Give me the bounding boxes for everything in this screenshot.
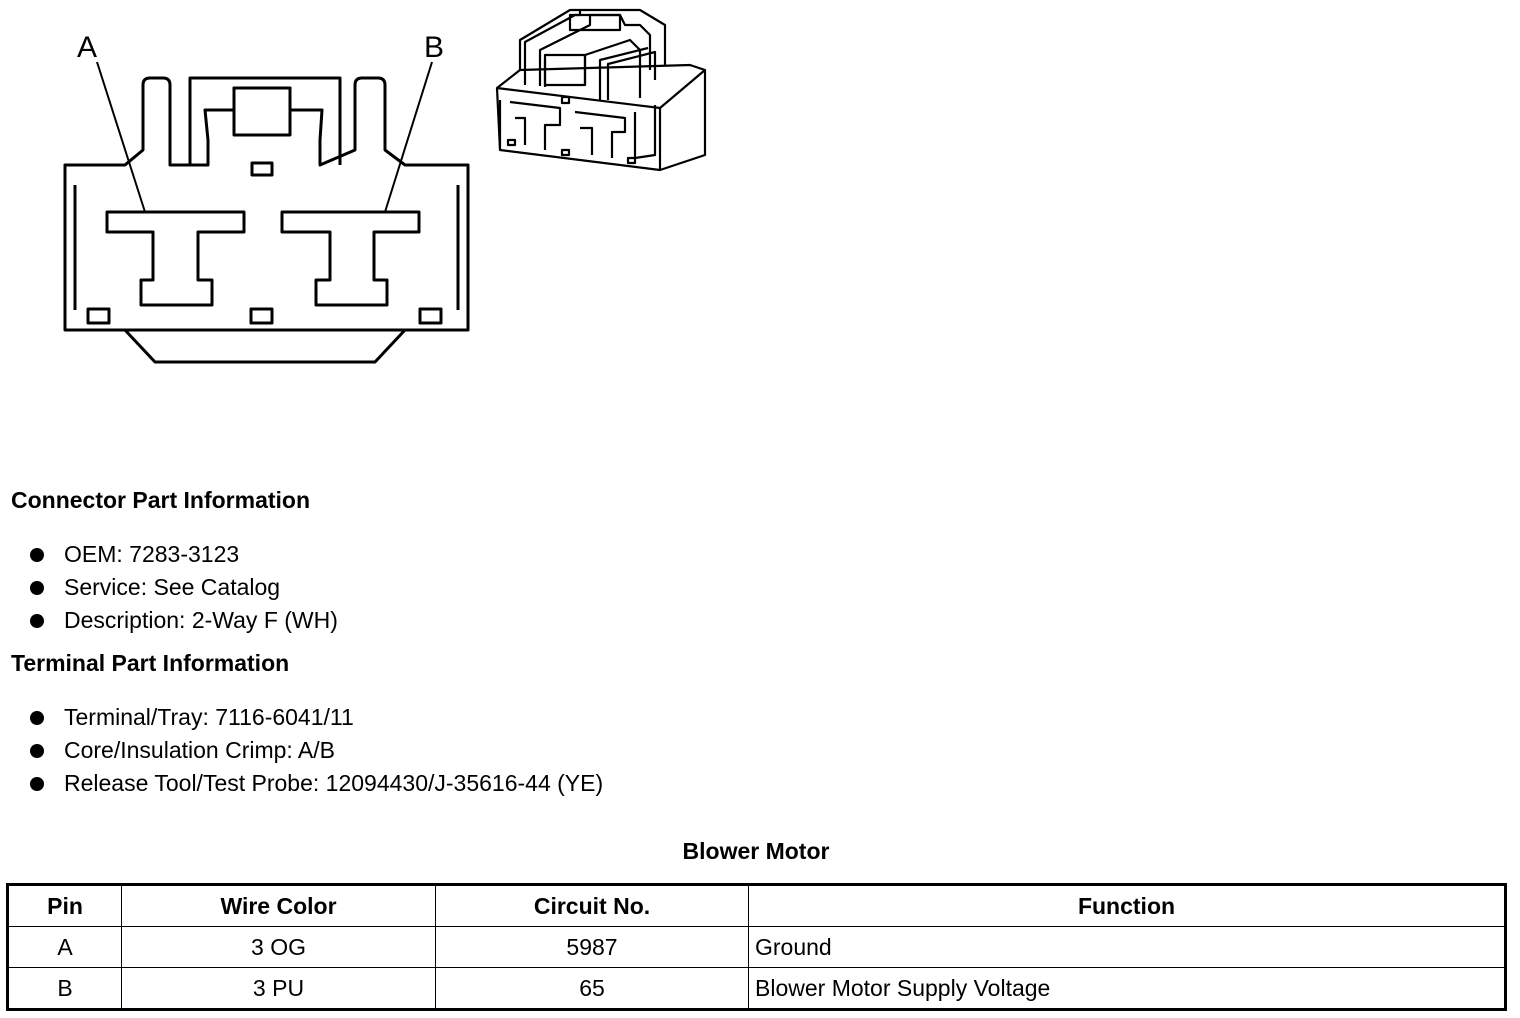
connector-isometric bbox=[495, 8, 707, 172]
header-pin: Pin bbox=[7, 884, 122, 927]
cell-function: Ground bbox=[748, 926, 1506, 968]
bullet-icon bbox=[30, 580, 44, 595]
bullet-icon bbox=[30, 776, 44, 791]
connector-body bbox=[63, 76, 470, 332]
header-circuit-no: Circuit No. bbox=[435, 884, 749, 927]
latch-window bbox=[232, 86, 292, 137]
table-title: Blower Motor bbox=[682, 838, 830, 864]
bottom-slot-left bbox=[86, 307, 111, 325]
bottom-slot-center bbox=[249, 307, 274, 325]
connector-diagram: A B bbox=[63, 8, 707, 364]
connector-info-list: OEM: 7283-3123 Service: See Catalog Desc… bbox=[28, 538, 338, 637]
top-slot bbox=[250, 161, 274, 177]
bottom-slot-right bbox=[418, 307, 443, 325]
connector-top-latch bbox=[188, 76, 342, 165]
terminal-info-title: Terminal Part Information bbox=[11, 650, 290, 676]
cell-wire-color: 3 PU bbox=[121, 967, 436, 1010]
connector-skirt bbox=[123, 328, 407, 364]
cell-circuit-no: 65 bbox=[435, 967, 749, 1010]
cell-pin: A bbox=[7, 926, 122, 968]
table-row: B 3 PU 65 Blower Motor Supply Voltage bbox=[7, 967, 1506, 1010]
table-header-row: Pin Wire Color Circuit No. Function bbox=[7, 884, 1506, 927]
connector-info-title: Connector Part Information bbox=[11, 487, 311, 513]
list-item: Core/Insulation Crimp: A/B bbox=[28, 734, 603, 767]
list-item: OEM: 7283-3123 bbox=[28, 538, 338, 571]
bullet-icon bbox=[30, 743, 44, 758]
list-item: Service: See Catalog bbox=[28, 571, 338, 604]
cell-circuit-no: 5987 bbox=[435, 926, 749, 968]
cell-function: Blower Motor Supply Voltage bbox=[748, 967, 1506, 1010]
bullet-icon bbox=[30, 613, 44, 628]
list-item: Release Tool/Test Probe: 12094430/J-3561… bbox=[28, 767, 603, 800]
terminal-info-list: Terminal/Tray: 7116-6041/11 Core/Insulat… bbox=[28, 701, 603, 800]
bullet-icon bbox=[30, 710, 44, 725]
terminal-cavity-a bbox=[105, 210, 246, 307]
terminal-cavity-b bbox=[280, 210, 421, 307]
pinout-table: Pin Wire Color Circuit No. Function A 3 … bbox=[6, 883, 1507, 1011]
table-row: A 3 OG 5987 Ground bbox=[7, 926, 1506, 968]
pin-label-b: B bbox=[424, 31, 444, 64]
pin-label-a: A bbox=[77, 31, 97, 64]
cell-wire-color: 3 OG bbox=[121, 926, 436, 968]
bullet-icon bbox=[30, 547, 44, 562]
list-item: Terminal/Tray: 7116-6041/11 bbox=[28, 701, 603, 734]
list-item: Description: 2-Way F (WH) bbox=[28, 604, 338, 637]
header-function: Function bbox=[748, 884, 1506, 927]
header-wire-color: Wire Color bbox=[121, 884, 436, 927]
cell-pin: B bbox=[7, 967, 122, 1010]
